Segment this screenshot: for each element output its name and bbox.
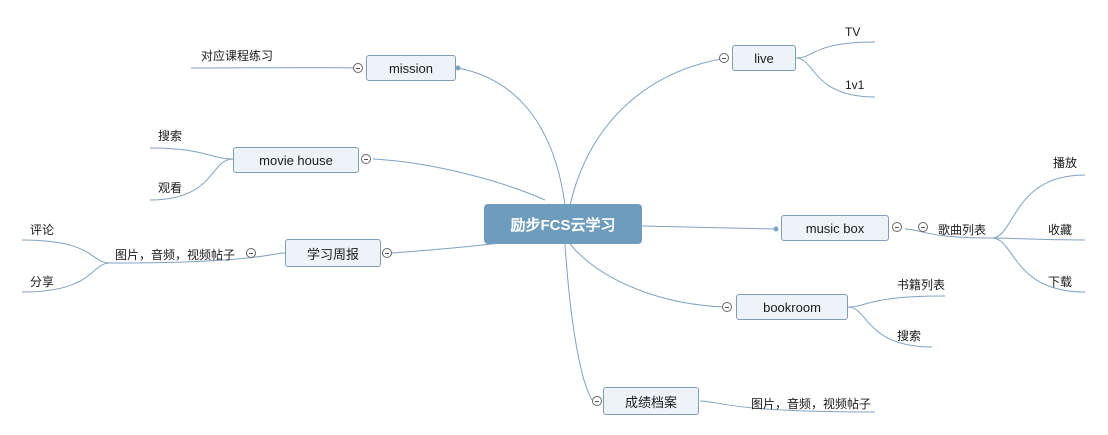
topic-bookroom-label: bookroom [763,299,821,315]
weekly-child-label-1: 评论 [30,223,55,237]
topic-movie-house[interactable]: movie house [233,147,359,173]
music-child-label-3: 下载 [1048,275,1073,289]
connector-weekly-child-1 [21,239,111,264]
weekly-child-label-2: 分享 [30,275,55,289]
connector-root-music [641,225,777,230]
collapse-grades-icon[interactable] [592,396,602,406]
connector-movie-child-2 [149,158,234,201]
live-child-label-1: TV [845,25,861,39]
connector-weekly-child-2 [21,262,111,293]
collapse-bookroom-icon[interactable] [722,302,732,312]
weekly-sub-label: 图片，音频，视频帖子 [115,248,236,262]
collapse-weekly-sub-icon[interactable] [246,248,256,258]
movie-child-label-2: 观看 [158,181,183,195]
root-topic[interactable]: 励步FCS云学习 [484,204,642,244]
grades-child-label: 图片，音频，视频帖子 [751,397,872,411]
connector-weekly-sub [109,252,286,264]
connector-music-child-3 [991,237,1086,293]
music-child-label-2: 收藏 [1048,223,1073,237]
connector-movie-child-1 [149,147,234,160]
collapse-music-sub-icon[interactable] [918,222,928,232]
bookroom-child-label-2: 搜索 [897,329,922,343]
topic-weekly-report-label: 学习周报 [306,246,359,262]
topic-live[interactable]: live [732,45,796,71]
collapse-mission-icon[interactable] [353,63,363,73]
connector-bookroom-child-2 [847,306,933,348]
movie-child-label-1: 搜索 [158,129,183,143]
topic-music-box-label: music box [805,220,865,236]
collapse-movie-house-icon[interactable] [361,154,371,164]
topic-live-label: live [754,50,774,66]
connector-root-weekly [391,242,501,254]
connector-live-child-1 [795,41,876,59]
connector-grades-child [699,400,876,413]
bookroom-child-label-1: 书籍列表 [897,278,946,292]
live-child-label-2: 1v1 [845,78,865,92]
topic-mission[interactable]: mission [366,55,456,81]
topic-bookroom[interactable]: bookroom [736,294,848,320]
connector-music-child-1 [991,174,1086,239]
collapse-live-icon[interactable] [719,53,729,63]
connector-root-bookroom [569,243,728,308]
topic-movie-house-label: movie house [259,152,333,168]
collapse-music-box-icon[interactable] [892,222,902,232]
topic-mission-label: mission [388,60,434,76]
topic-music-box[interactable]: music box [781,215,889,241]
connector-root-grades [564,243,593,401]
connector-root-live [569,57,728,206]
music-sub-label: 歌曲列表 [938,223,987,237]
connector-root-movie [372,158,546,201]
connector-music-child-2 [991,237,1086,241]
topic-grades[interactable]: 成绩档案 [603,387,699,415]
connector-live-child-2 [795,57,876,98]
mission-child-label: 对应课程练习 [201,49,274,63]
connector-bookroom-child-1 [847,295,946,308]
topic-grades-label: 成绩档案 [624,394,677,410]
collapse-weekly-report-icon[interactable] [382,248,392,258]
connector-root-mission [457,67,566,206]
root-topic-label: 励步FCS云学习 [510,216,616,234]
topic-weekly-report[interactable]: 学习周报 [285,239,381,267]
music-child-label-1: 播放 [1053,156,1078,170]
connector-music-sub [904,228,993,239]
